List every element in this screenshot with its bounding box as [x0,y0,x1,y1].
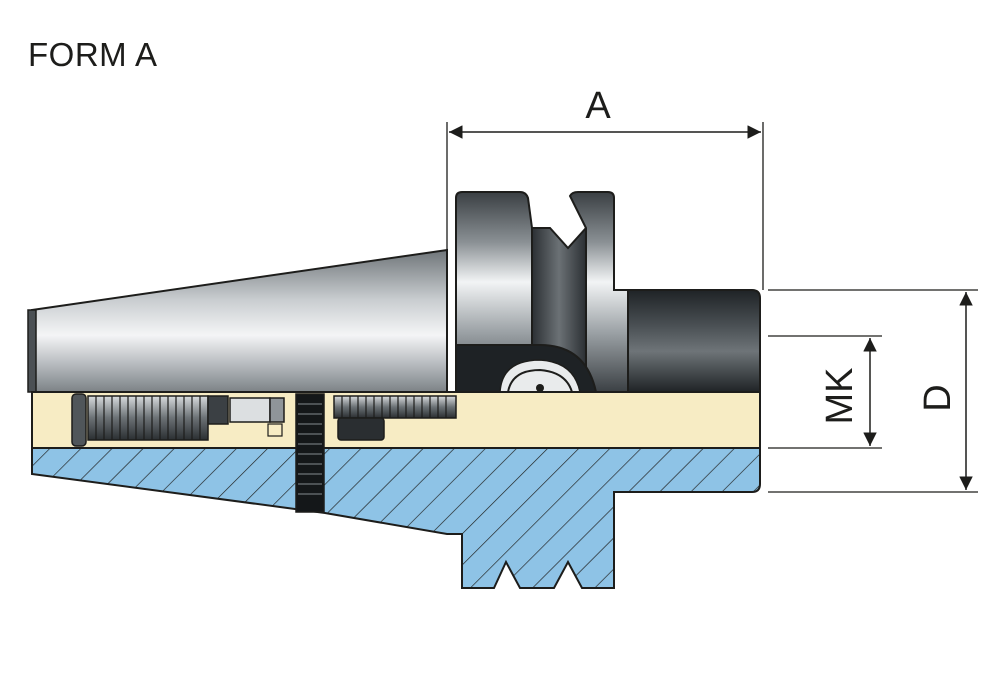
dimension-a-label: A [585,85,611,127]
dimension-a [446,122,764,290]
cross-screw-seat [267,423,283,437]
dimension-mk [768,335,882,449]
page-title: FORM A [28,36,158,73]
drive-slot-arc [507,368,573,393]
dimension-d [768,289,978,493]
dimension-d-label: D [917,384,959,411]
cross-screw [295,393,325,513]
flange-collar [455,191,533,393]
drive-pin [536,384,544,392]
taper-cone [31,248,448,393]
dimension-mk-label: MK [819,368,861,425]
retention-knob [71,393,285,447]
holder-section [31,447,761,589]
set-screw [333,395,457,441]
flange-right-collar [568,191,629,393]
cone-front-face [27,309,37,393]
holder-nose [627,289,761,393]
drive-slot-highlight [499,359,581,393]
